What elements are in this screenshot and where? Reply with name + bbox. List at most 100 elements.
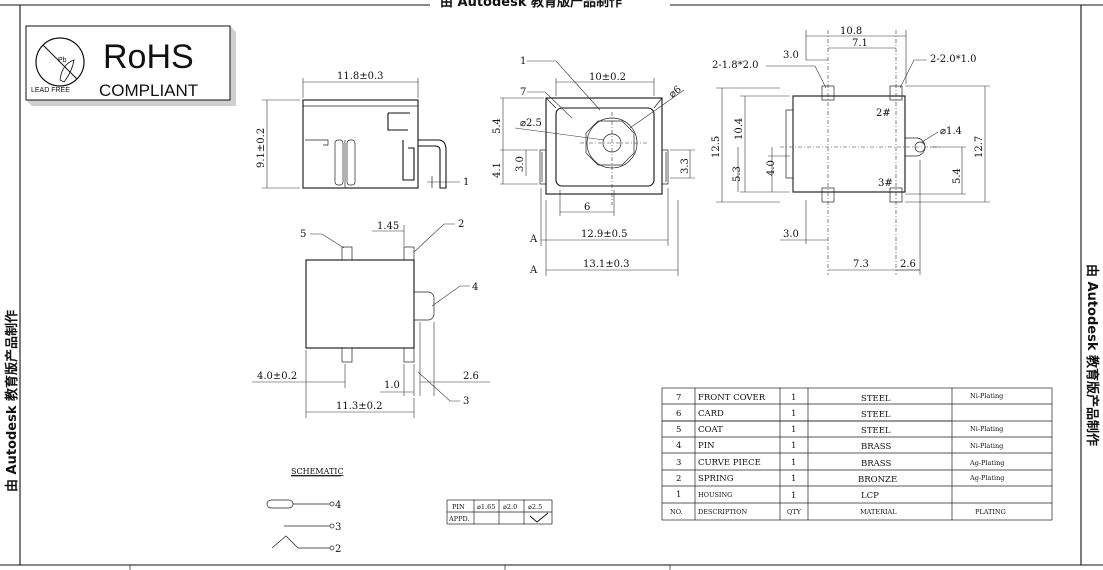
svg-text:Ni-Plating: Ni-Plating — [970, 392, 1003, 400]
schematic-title: SCHEMATIC — [291, 467, 344, 476]
svg-text:STEEL: STEEL — [861, 426, 891, 436]
svg-text:4: 4 — [676, 441, 681, 451]
svg-text:STEEL: STEEL — [861, 394, 891, 404]
pin-table-h1: ⌀1.65 — [477, 503, 495, 511]
bottom-view: 5 2 4 3 1.45 4.0±0.2 1.0 2.6 11.3±0.2 — [252, 219, 490, 418]
dim-bottom-10: 1.0 — [384, 380, 400, 391]
callout-bottom-2: 2 — [458, 219, 464, 230]
dim-top-phi14: ⌀1.4 — [940, 126, 962, 137]
dim-front-131: 13.1±0.3 — [583, 259, 630, 270]
dim-front-phi25: ⌀2.5 — [520, 118, 542, 129]
svg-text:1: 1 — [791, 491, 796, 501]
svg-text:BRONZE: BRONZE — [858, 475, 897, 485]
dim-top-40: 4.0 — [766, 160, 777, 176]
dim-top-71: 7.1 — [852, 38, 868, 49]
dim-side-pin: 1 — [463, 177, 469, 188]
svg-text:1: 1 — [791, 441, 796, 451]
dim-front-6: 6 — [584, 202, 590, 213]
callout-front-7: 7 — [520, 87, 526, 98]
svg-text:5: 5 — [676, 425, 681, 435]
pin-table: PIN ⌀1.65 ⌀2.0 ⌀2.5 APPD. — [446, 499, 553, 525]
bom-table: 7 FRONT COVER 1 STEEL Ni-Plating 6 CARD … — [661, 387, 1053, 521]
svg-text:Ni-Plating: Ni-Plating — [970, 425, 1003, 433]
svg-text:FRONT COVER: FRONT COVER — [698, 393, 766, 403]
schematic-pin4: 4 — [335, 500, 341, 511]
svg-text:2: 2 — [676, 474, 681, 484]
svg-text:BRASS: BRASS — [861, 442, 891, 452]
rohs-subtitle: COMPLIANT — [99, 81, 198, 100]
svg-text:7: 7 — [676, 393, 681, 403]
svg-text:LCP: LCP — [861, 491, 879, 501]
callout-bottom-3: 3 — [463, 396, 469, 407]
svg-text:SPRING: SPRING — [698, 474, 734, 484]
svg-text:6: 6 — [676, 409, 681, 419]
mark-front-a1: A — [529, 234, 538, 245]
svg-text:PIN: PIN — [698, 441, 715, 451]
svg-text:CURVE PIECE: CURVE PIECE — [698, 458, 761, 468]
pin-table-row-label: APPD. — [448, 515, 470, 523]
dim-top-54b: 5.4 — [952, 168, 963, 184]
bom-row: 5 COAT 1 STEEL Ni-Plating — [676, 425, 1003, 436]
note-top-left: 2-1.8*2.0 — [712, 60, 759, 71]
svg-text:1: 1 — [676, 490, 681, 500]
pin-table-h3: ⌀2.5 — [528, 503, 542, 511]
bom-row: 7 FRONT COVER 1 STEEL Ni-Plating — [676, 392, 1003, 404]
svg-text:3: 3 — [676, 458, 681, 468]
dim-top-73: 7.3 — [853, 259, 869, 270]
svg-text:NO.: NO. — [670, 508, 683, 516]
top-view: 2# 3# 10.8 7.1 3.0 2-1.8*2.0 2-2.0*1.0 ⌀… — [711, 26, 990, 275]
svg-text:COAT: COAT — [698, 425, 723, 435]
watermark-right: 由 Autodesk 教育版产品制作 — [1084, 264, 1100, 446]
dim-front-30: 3.0 — [515, 156, 526, 172]
dim-side-width: 11.8±0.3 — [337, 71, 384, 82]
bom-row: 1 HOUSING 1 LCP — [676, 490, 879, 501]
check-mark-icon — [529, 512, 549, 523]
label-2-hash: 2# — [876, 108, 891, 119]
pin-table-h2: ⌀2.0 — [503, 503, 517, 511]
bom-row: 6 CARD 1 STEEL — [676, 409, 891, 420]
bom-header-row: NO. DESCRIPTION QTY MATERIAL PLATING — [670, 508, 1006, 516]
rohs-title: RoHS — [103, 38, 194, 76]
svg-text:QTY: QTY — [787, 508, 802, 516]
svg-text:Pb: Pb — [58, 57, 67, 64]
dim-top-30b: 3.0 — [783, 229, 799, 240]
mark-front-a2: A — [529, 265, 538, 276]
svg-text:MATERIAL: MATERIAL — [860, 508, 897, 516]
svg-text:1: 1 — [791, 409, 796, 419]
label-3-hash: 3# — [878, 178, 893, 189]
schematic: SCHEMATIC 4 3 2 — [266, 467, 344, 555]
svg-text:STEEL: STEEL — [861, 410, 891, 420]
dim-bottom-113: 11.3±0.2 — [336, 401, 383, 412]
svg-text:Ni-Plating: Ni-Plating — [970, 442, 1003, 450]
pin-table-h0: PIN — [452, 503, 465, 511]
dim-top-104: 10.4 — [734, 118, 745, 140]
dim-front-129: 12.9±0.5 — [581, 229, 628, 240]
callout-bottom-5: 5 — [300, 229, 306, 240]
dim-front-width: 10±0.2 — [589, 72, 626, 83]
bom-row: 2 SPRING 1 BRONZE Ag-Plating — [676, 474, 1004, 485]
svg-text:DESCRIPTION: DESCRIPTION — [698, 508, 747, 516]
lead-free-label: LEAD FREE — [31, 87, 70, 94]
rohs-logo: Pb LEAD FREE RoHS COMPLIANT — [25, 25, 236, 106]
svg-text:CARD: CARD — [698, 409, 724, 419]
bom-row: 4 PIN 1 BRASS Ni-Plating — [676, 441, 1003, 452]
note-top-right: 2-2.0*1.0 — [930, 54, 977, 65]
dim-bottom-40: 4.0±0.2 — [257, 371, 297, 382]
dim-top-127: 12.7 — [974, 136, 985, 158]
svg-text:Ag-Plating: Ag-Plating — [969, 474, 1004, 482]
dim-front-33: 3.3 — [680, 158, 691, 174]
watermark-top: 由 Autodesk 教育版产品制作 — [440, 0, 622, 10]
dim-top-30a: 3.0 — [783, 50, 799, 61]
svg-text:BRASS: BRASS — [861, 459, 891, 469]
dim-top-125: 12.5 — [711, 136, 722, 158]
front-view: 1 7 10±0.2 ⌀6 ⌀2.5 5.4 4.1 3.0 3.3 6 — [492, 56, 695, 276]
svg-text:1: 1 — [791, 474, 796, 484]
bom-row: 3 CURVE PIECE 1 BRASS Ag-Plating — [676, 458, 1004, 469]
dim-top-26: 2.6 — [900, 259, 916, 270]
dim-front-54: 5.4 — [492, 118, 503, 134]
svg-text:1: 1 — [791, 458, 796, 468]
dim-front-phi6: ⌀6 — [667, 84, 684, 100]
lead-free-icon: Pb — [35, 37, 85, 87]
svg-text:1: 1 — [791, 425, 796, 435]
